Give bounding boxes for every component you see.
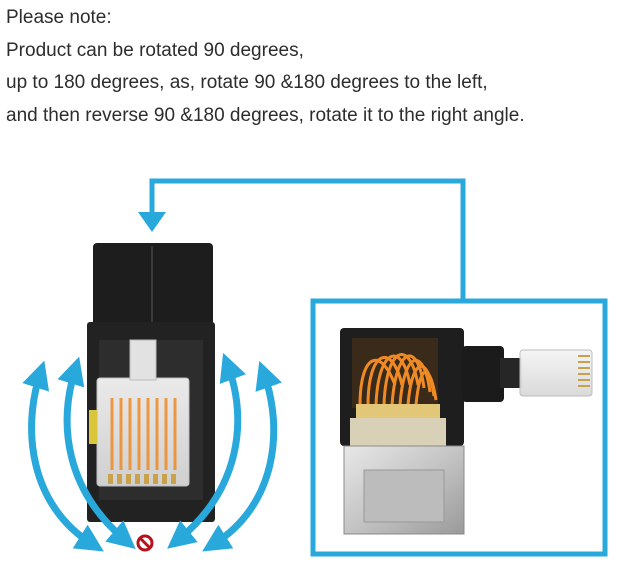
- link-arrow: [138, 178, 466, 299]
- note-line-1: Product can be rotated 90 degrees,: [6, 39, 304, 61]
- rotation-arrows-left: [22, 356, 136, 552]
- inset-cutaway-adapter: [340, 328, 593, 535]
- note-line-2: up to 180 degrees, as, rotate 90 &180 de…: [6, 72, 488, 93]
- note-text-block: Please note: Product can be rotated 90 d…: [6, 2, 636, 132]
- note-heading: Please note:: [6, 7, 112, 28]
- no-entry-icon: [136, 534, 154, 552]
- adapter-left: [87, 243, 215, 522]
- rotation-arrows-right: [167, 352, 282, 552]
- note-line-3: and then reverse 90 &180 degrees, rotate…: [6, 104, 525, 126]
